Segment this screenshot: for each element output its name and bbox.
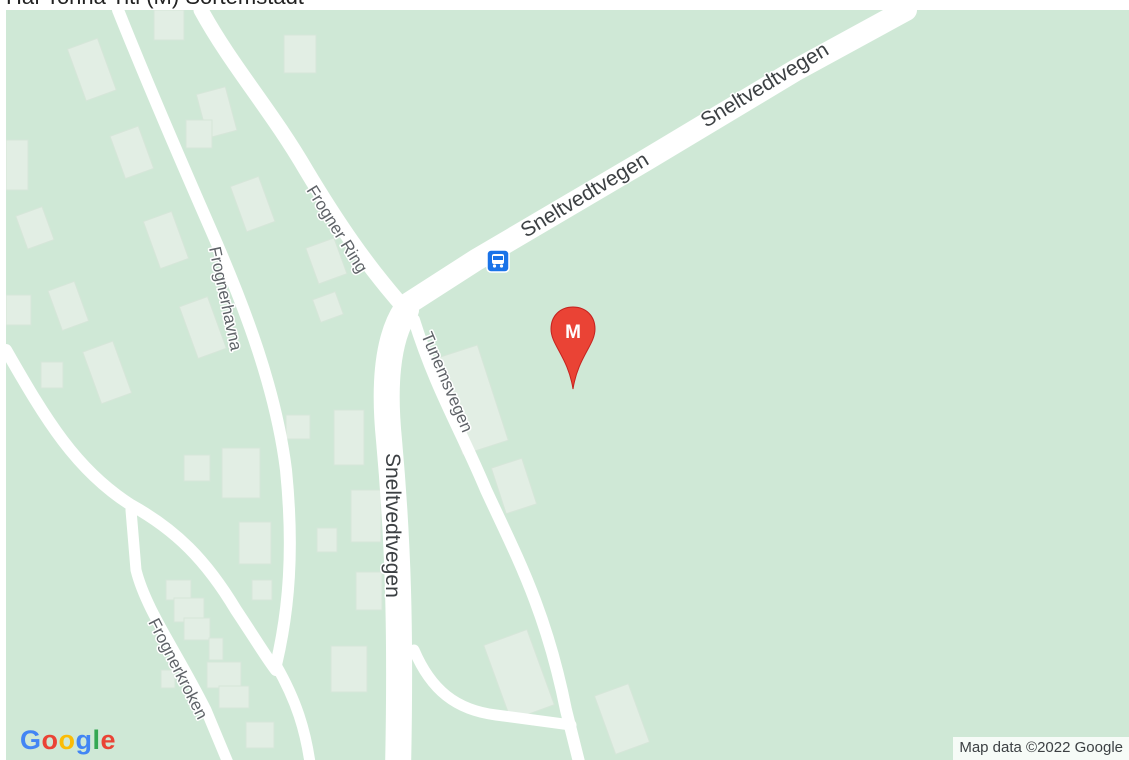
building — [483, 628, 555, 722]
building — [15, 205, 55, 250]
logo-letter: G — [20, 725, 42, 755]
road-sneltvedtvegen-east — [395, 10, 917, 316]
building — [311, 290, 345, 324]
building — [6, 139, 29, 191]
logo-letter: l — [92, 725, 101, 755]
building — [330, 645, 368, 693]
map-canvas[interactable]: Sneltvedtvegen Sneltvedtvegen Sneltvedtv… — [6, 10, 1129, 760]
building — [285, 414, 311, 440]
building — [245, 721, 275, 749]
road-west-loop — [6, 344, 282, 676]
road-frogner-ring — [193, 10, 414, 318]
building — [183, 617, 211, 641]
logo-letter: o — [41, 725, 59, 755]
building — [221, 447, 261, 499]
road-frognerhavna — [112, 10, 296, 671]
building — [165, 579, 192, 601]
page-header-text: Haf Tonna Titl (M) Sortemstadt — [6, 0, 304, 10]
road-label-sneltvedtvegen: Sneltvedtvegen — [517, 148, 653, 242]
road-south-link — [408, 644, 577, 731]
road-frognerhavna-end — [270, 659, 316, 760]
building — [206, 661, 242, 689]
building — [153, 10, 185, 41]
building — [185, 119, 213, 149]
building — [355, 571, 383, 611]
building — [350, 489, 382, 543]
building — [333, 409, 365, 466]
map-attribution[interactable]: Map data ©2022 Google — [953, 737, 1129, 760]
building — [178, 295, 227, 360]
building — [109, 125, 155, 180]
roads — [6, 10, 917, 760]
building — [316, 527, 338, 553]
road-frognerkroken — [125, 504, 233, 760]
building — [160, 669, 176, 689]
building — [66, 37, 117, 102]
building — [229, 175, 276, 233]
building — [490, 457, 538, 515]
building — [251, 579, 273, 601]
building — [82, 340, 133, 405]
road-sneltvedtvegen-south — [373, 297, 419, 760]
bus-icon-wheel — [492, 264, 497, 268]
building — [283, 34, 317, 74]
building — [6, 294, 32, 326]
bus-icon-wheel — [499, 264, 504, 268]
building — [47, 280, 90, 332]
road-tunemsvegen — [408, 314, 585, 760]
building — [40, 361, 64, 389]
road-label-sneltvedtvegen: Sneltvedtvegen — [697, 38, 833, 132]
road-label-sneltvedtvegen: Sneltvedtvegen — [381, 453, 404, 598]
bus-icon-window — [493, 256, 503, 260]
building — [305, 237, 348, 285]
buildings — [6, 10, 651, 755]
building — [238, 521, 272, 565]
map-layer[interactable]: Sneltvedtvegen Sneltvedtvegen Sneltvedtv… — [6, 10, 1129, 760]
google-logo[interactable]: Google — [20, 725, 116, 756]
map-pin-icon — [550, 306, 596, 390]
building — [218, 685, 250, 709]
building — [593, 683, 651, 755]
bus-stop[interactable] — [486, 249, 510, 273]
map-marker-label: M — [565, 322, 581, 343]
logo-letter: o — [58, 725, 76, 755]
building — [183, 454, 211, 482]
page-header-strip: Haf Tonna Titl (M) Sortemstadt — [0, 0, 1129, 10]
building — [142, 210, 190, 270]
building — [208, 637, 224, 661]
map-marker[interactable]: M — [550, 306, 596, 390]
logo-letter: g — [75, 725, 93, 755]
logo-letter: e — [100, 725, 117, 755]
